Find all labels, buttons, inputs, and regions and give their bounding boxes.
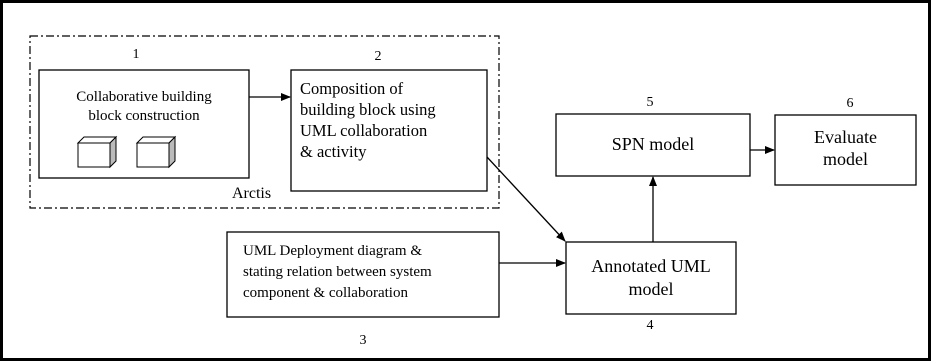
step-3-number: 3 [359, 333, 367, 348]
step-2-label: Composition of building block using UML … [300, 78, 485, 162]
step-3-line: UML Deployment diagram & [243, 243, 422, 259]
step-2-number: 2 [374, 49, 382, 64]
step-3-line: stating relation between system [243, 264, 432, 280]
step-6-label: Evaluate model [775, 126, 916, 170]
cube-icon [76, 135, 118, 169]
step-1-line: block construction [88, 108, 200, 124]
step-6-box [774, 114, 917, 186]
step-3-line: component & collaboration [243, 285, 408, 301]
step-6-number: 6 [846, 96, 854, 111]
step-5-number: 5 [646, 95, 654, 110]
step-5-box [555, 113, 751, 177]
step-6-line: model [823, 149, 868, 169]
step-1-line: Collaborative building [76, 89, 212, 105]
step-2-line: & activity [300, 142, 367, 161]
step-1-number: 1 [132, 47, 140, 62]
step-4-number: 4 [646, 318, 654, 333]
step-3-box [226, 231, 500, 318]
step-6-line: Evaluate [814, 127, 877, 147]
step-4-box [565, 241, 737, 315]
step-5-line: SPN model [611, 134, 695, 154]
step-5-label: SPN model [556, 133, 750, 155]
step-2-line: Composition of [300, 79, 404, 98]
step-2-line: building block using [300, 100, 436, 119]
step-4-line: Annotated UML [591, 256, 711, 276]
cube-icon [135, 135, 177, 169]
arctis-group-label: Arctis [232, 185, 272, 202]
step-2-box [290, 69, 488, 192]
step-3-label: UML Deployment diagram & stating relatio… [243, 241, 498, 304]
step-4-line: model [628, 279, 674, 299]
arrow-2-to-4 [486, 156, 566, 242]
arctis-group-border [29, 35, 500, 209]
step-2-line: UML collaboration [300, 121, 428, 140]
step-1-label: Collaborative building block constructio… [39, 88, 249, 126]
step-4-label: Annotated UML model [566, 255, 736, 301]
